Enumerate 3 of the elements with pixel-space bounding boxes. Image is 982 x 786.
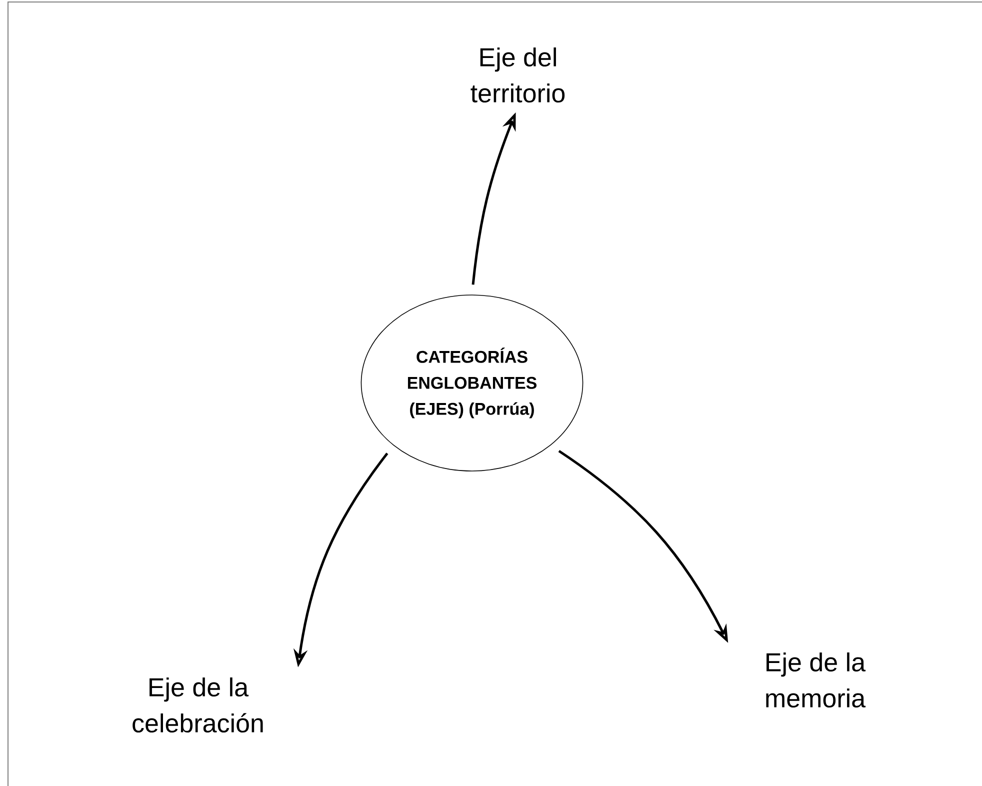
axis-label: Eje del territorio (470, 47, 565, 103)
axis-label: Eje de la memoria (766, 652, 866, 708)
axis-label: Eje de la celebración (132, 677, 263, 733)
